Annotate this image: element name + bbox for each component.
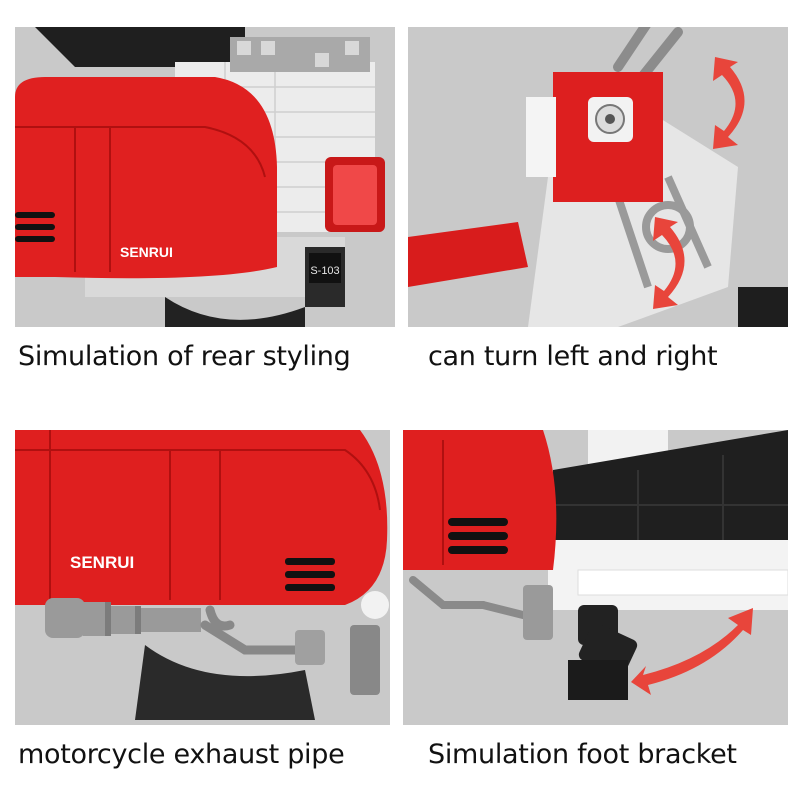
license-plate-text: S-103 <box>310 265 339 277</box>
steering-photo <box>408 27 788 327</box>
foot-bracket-photo <box>403 430 788 725</box>
exhaust-pipe-photo: SENRUI <box>15 430 390 725</box>
brand-logo: SENRUI <box>120 244 173 260</box>
caption-steering: can turn left and right <box>428 341 718 372</box>
rear-styling-photo: SENRUI S-103 <box>15 27 395 327</box>
steering-illustration <box>408 27 788 327</box>
foot-bracket-illustration <box>403 430 788 725</box>
caption-exhaust-pipe: motorcycle exhaust pipe <box>18 739 345 770</box>
caption-foot-bracket: Simulation foot bracket <box>428 739 737 770</box>
rear-styling-illustration: SENRUI S-103 <box>15 27 395 327</box>
caption-rear-styling: Simulation of rear styling <box>18 341 351 372</box>
brand-logo: SENRUI <box>70 553 134 572</box>
exhaust-pipe-illustration: SENRUI <box>15 430 390 725</box>
